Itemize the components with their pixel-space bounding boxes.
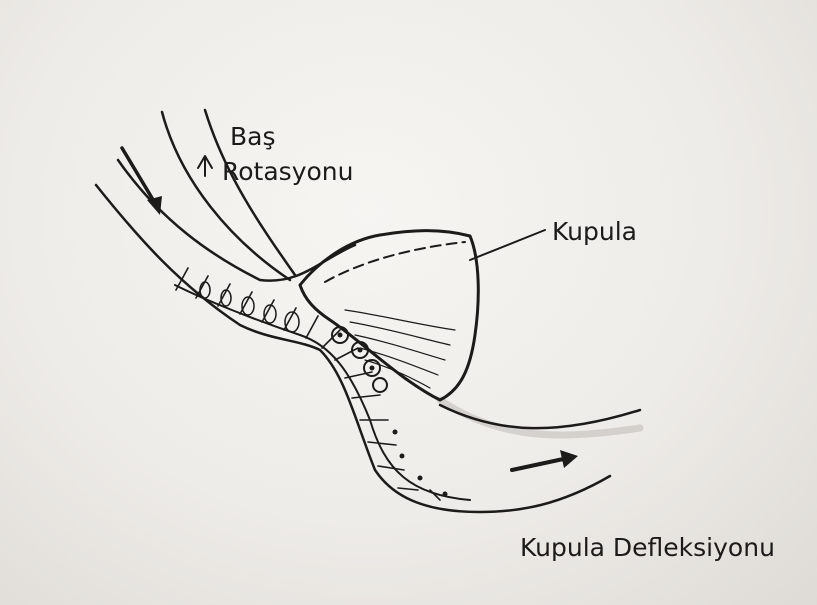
- epithelium: [175, 268, 470, 500]
- canal-wall-lower-right: [440, 405, 640, 428]
- rotation-arrow-icon: [198, 156, 212, 176]
- cupula-pointer-line: [470, 230, 545, 260]
- label-head-line2: Rotasyonu: [222, 157, 353, 186]
- label-cupula: Kupula: [552, 217, 637, 246]
- flow-arrow-icon: [122, 148, 162, 215]
- label-head-line1: Baş: [230, 122, 276, 151]
- label-cupula-deflection: Kupula Defleksiyonu: [520, 533, 775, 562]
- deflection-arrow-icon: [512, 450, 578, 470]
